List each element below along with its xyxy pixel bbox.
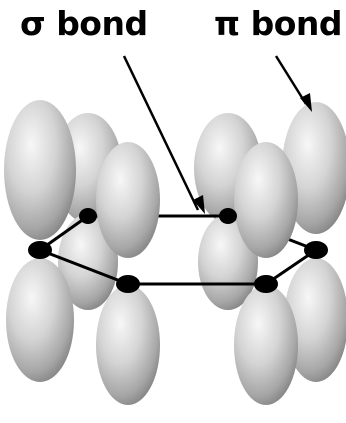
atom-back-left: [79, 208, 97, 224]
atom-right: [304, 241, 328, 259]
orbital-lobe-front-right-lower: [234, 285, 298, 405]
pi-pointer-line: [276, 56, 306, 104]
orbital-lobe-front-right-upper: [234, 142, 298, 258]
atom-front-right: [254, 275, 278, 293]
orbital-lobe-far-left-upper: [4, 100, 76, 240]
atom-left: [28, 241, 52, 259]
orbital-lobe-far-left-lower: [6, 258, 74, 382]
orbital-lobe-front-left-lower: [96, 285, 160, 405]
atom-front-left: [116, 275, 140, 293]
orbital-lobe-front-left-upper: [96, 142, 160, 258]
atom-back-right: [219, 208, 237, 224]
